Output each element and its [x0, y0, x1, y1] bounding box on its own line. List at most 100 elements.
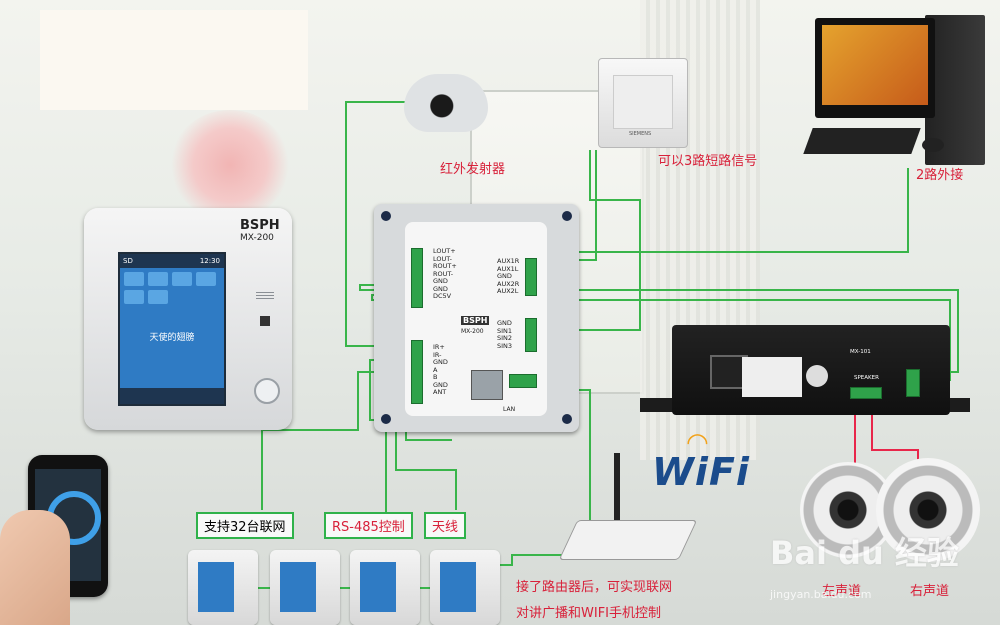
terminal-label: GND — [497, 319, 512, 327]
terminal-block-sin — [525, 318, 537, 352]
computer-icon — [815, 18, 935, 118]
terminal-label: SIN1 — [497, 326, 513, 335]
router-antenna — [614, 453, 620, 525]
terminal-block-lan — [509, 374, 537, 388]
bluetooth-icon — [148, 272, 168, 286]
three-short-signals-label: 可以3路短路信号 — [658, 154, 758, 169]
panel-time: 12:30 — [199, 257, 220, 265]
terminal-label: ROUT+ — [433, 262, 457, 270]
doorbell-brand: SIEMENS — [629, 131, 652, 137]
networked-panel-screen — [440, 562, 476, 612]
lan-label: LAN — [503, 406, 516, 413]
speaker-icon — [876, 458, 980, 562]
speaker-grill-icon — [256, 292, 274, 300]
networked-panel-screen — [280, 562, 316, 612]
terminal-label: SIN2 — [497, 334, 513, 342]
panel-model: MX-200 — [240, 233, 274, 243]
mouse-icon — [922, 138, 944, 152]
blank-white-box — [40, 10, 308, 110]
terminal-label: LOUT- — [433, 254, 452, 263]
router-note-2: 对讲广播和WIFI手机控制 — [516, 606, 661, 621]
panel-song-title: 天使的翅膀 — [149, 333, 195, 343]
terminal-label: ANT — [433, 388, 447, 396]
power-socket-icon — [710, 355, 748, 389]
doorbell-button — [613, 75, 673, 129]
panel-playback-controls — [120, 388, 224, 404]
fm-icon — [172, 272, 192, 286]
panel-button — [260, 316, 270, 326]
wifi-signal-icon: ◠ — [686, 428, 709, 458]
intercom-icon — [124, 290, 144, 304]
right-channel-label: 右声道 — [910, 584, 950, 599]
screw — [562, 211, 572, 221]
two-external-label: 2路外接 — [916, 168, 964, 183]
screw — [381, 414, 391, 424]
terminal-label: GND — [433, 277, 448, 285]
terminal-block-rs485 — [411, 340, 423, 404]
terminal-label: GND — [497, 272, 512, 280]
terminal-label: IR- — [433, 350, 442, 359]
networked-panel — [188, 550, 258, 625]
network-32-label: 支持32台联网 — [196, 512, 294, 539]
terminal-label: AUX2L — [497, 287, 519, 295]
terminal-label: AUX1L — [497, 264, 519, 273]
terminal-label: ROUT- — [433, 269, 454, 278]
panel-screen: SD 12:30 天使的翅膀 — [118, 252, 226, 406]
lan-port-icon — [471, 370, 503, 400]
amp-seal — [806, 365, 828, 387]
terminal-label: GND — [433, 358, 448, 366]
flower-decoration — [170, 110, 290, 220]
main-wall-panel: BSPH MX-200 SD 12:30 天使的翅膀 — [84, 208, 292, 430]
amp-input-terminal — [906, 369, 920, 397]
panel-app-icons — [120, 268, 224, 308]
left-channel-label: 左声道 — [822, 584, 862, 599]
antenna-label: 天线 — [424, 512, 467, 539]
terminal-labels-aux: AUX1R AUX1L GND AUX2R AUX2L — [497, 257, 520, 296]
terminal-label: AUX1R — [497, 257, 520, 265]
panel-status-bar: SD 12:30 — [120, 254, 224, 268]
networked-panel-screen — [198, 562, 234, 612]
camera-icon — [404, 74, 488, 132]
terminal-block-aux — [525, 258, 537, 296]
terminal-label: B — [433, 373, 438, 381]
baidu-watermark-url: jingyan.baidu.com — [770, 588, 872, 601]
terminal-label: A — [433, 365, 438, 374]
rs485-label: RS-485控制 — [324, 512, 413, 539]
panel-brand: BSPH — [240, 218, 280, 233]
terminal-labels-left: LOUT+ LOUT- ROUT+ ROUT- GND GND DC5V — [433, 247, 457, 301]
networked-panel — [270, 550, 340, 625]
router-note-1: 接了路由器后，可实现联网 — [516, 580, 673, 595]
terminal-labels-rs485: IR+ IR- GND A B GND ANT — [433, 343, 448, 397]
monitor-screen — [822, 25, 928, 105]
power-knob-icon — [254, 378, 280, 404]
terminal-label: AUX2R — [497, 279, 520, 288]
keyboard-icon — [803, 128, 921, 154]
control-module: LOUT+ LOUT- ROUT+ ROUT- GND GND DC5V AUX… — [374, 204, 579, 432]
music-icon — [124, 272, 144, 286]
music-list-icon — [196, 272, 216, 286]
amp-speaker-terminal — [850, 387, 882, 399]
terminal-label: SIN3 — [497, 341, 513, 350]
terminal-labels-sin: GND SIN1 SIN2 SIN3 — [497, 319, 513, 350]
terminal-label: GND — [433, 284, 448, 293]
terminal-label: IR+ — [433, 343, 445, 351]
router-icon — [558, 520, 698, 560]
terminal-label: LOUT+ — [433, 247, 456, 255]
screw — [562, 414, 572, 424]
terminal-block-left — [411, 248, 423, 308]
amp-model: MX-101 — [850, 349, 871, 355]
amplifier-icon: MX-101 SPEAKER — [672, 325, 950, 415]
module-model: MX-200 — [461, 328, 484, 335]
amp-rating-sticker — [742, 357, 802, 397]
hand-image — [0, 510, 70, 625]
networked-panel — [430, 550, 500, 625]
module-faceplate: LOUT+ LOUT- ROUT+ ROUT- GND GND DC5V AUX… — [405, 222, 547, 416]
terminal-label: DC5V — [433, 292, 452, 300]
module-brand: BSPH — [461, 316, 490, 325]
networked-panel — [350, 550, 420, 625]
baidu-watermark: Bai du 经验 — [770, 534, 959, 572]
networked-panel-screen — [360, 562, 396, 612]
wifi-logo-icon: WiFi — [652, 450, 750, 494]
panel-status-text: SD — [123, 257, 133, 265]
ir-emitter-label: 红外发射器 — [440, 162, 506, 177]
